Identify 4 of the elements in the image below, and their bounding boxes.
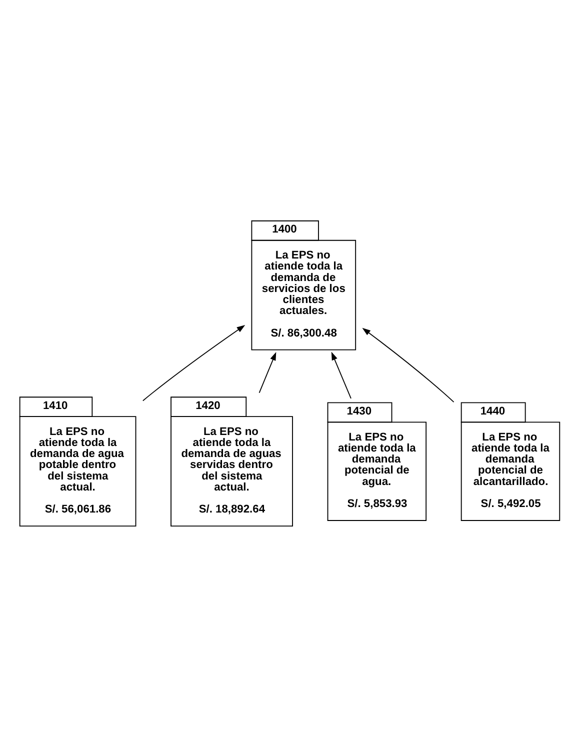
arrow — [331, 351, 352, 398]
arrow — [362, 327, 454, 402]
arrow — [142, 324, 246, 401]
arrow — [258, 352, 276, 393]
